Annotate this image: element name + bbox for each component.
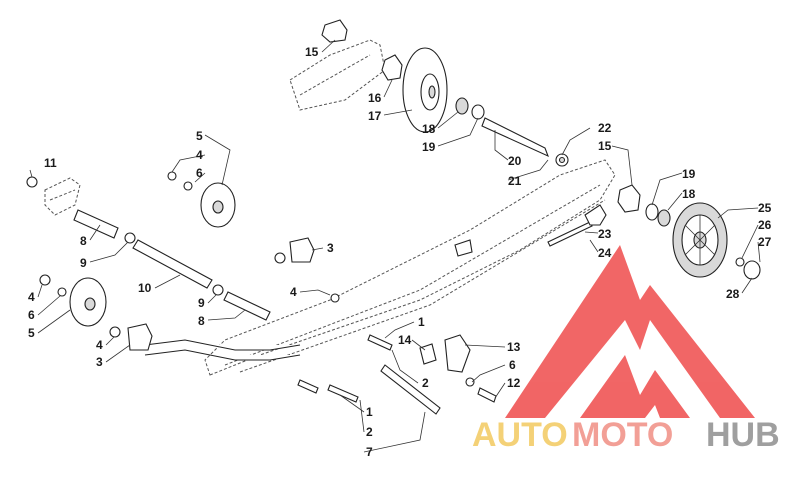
- callout-20: 20: [508, 154, 522, 168]
- callout-16: 16: [368, 91, 382, 105]
- callout-24: 24: [598, 246, 612, 260]
- callout-23: 23: [598, 227, 612, 241]
- callout-5a: 5: [196, 129, 203, 143]
- callout-12: 12: [507, 376, 521, 390]
- callout-15: 15: [305, 45, 319, 59]
- callout-14: 14: [398, 333, 412, 347]
- callout-26: 26: [758, 218, 772, 232]
- callout-10: 10: [138, 281, 152, 295]
- callout-7: 7: [366, 445, 373, 459]
- leader-lines: [29, 39, 761, 453]
- callout-15b: 15: [598, 139, 612, 153]
- right-idler-wheel: [617, 184, 761, 280]
- callout-1a: 1: [418, 315, 425, 329]
- callout-4c: 4: [28, 290, 35, 304]
- callout-9b: 9: [198, 296, 205, 310]
- callout-18: 18: [422, 122, 436, 136]
- callout-3b: 3: [96, 355, 103, 369]
- callout-8b: 8: [198, 314, 205, 328]
- watermark-logo: AUTO MOTO HUB: [472, 245, 780, 454]
- callout-19: 19: [422, 140, 436, 154]
- watermark-hub: HUB: [706, 416, 780, 454]
- callout-21: 21: [508, 174, 522, 188]
- main-rail: [204, 159, 616, 376]
- callout-4b: 4: [290, 285, 297, 299]
- callout-18b: 18: [682, 187, 696, 201]
- callout-4a: 4: [196, 148, 203, 162]
- callout-4d: 4: [96, 338, 103, 352]
- callout-13: 13: [507, 340, 521, 354]
- callout-28: 28: [726, 287, 740, 301]
- left-rail: [44, 177, 81, 216]
- callout-6c: 6: [509, 358, 516, 372]
- callout-2a: 2: [422, 376, 429, 390]
- callout-6a: 6: [196, 166, 203, 180]
- upper-idler-wheel: [321, 19, 485, 133]
- callout-6b: 6: [28, 308, 35, 322]
- watermark-moto: MOTO: [572, 416, 673, 454]
- callout-3a: 3: [327, 241, 334, 255]
- logo-mark: [505, 245, 755, 418]
- callout-25: 25: [758, 201, 772, 215]
- bolt-23: [547, 204, 607, 247]
- left-wheel: [39, 274, 107, 327]
- callout-19b: 19: [682, 167, 696, 181]
- callout-1b: 1: [366, 405, 373, 419]
- brackets: [109, 237, 340, 351]
- callout-27: 27: [758, 235, 772, 249]
- callout-numbers: 15 16 17 18 19 20 21 22 15 19 18 25 26 2…: [28, 45, 772, 459]
- callout-9a: 9: [80, 256, 87, 270]
- bolts: [297, 334, 497, 415]
- callout-5b: 5: [28, 326, 35, 340]
- watermark-auto: AUTO: [472, 416, 568, 454]
- callout-11: 11: [44, 156, 57, 170]
- callout-22: 22: [598, 121, 612, 135]
- upper-rail: [289, 39, 386, 111]
- callout-17: 17: [368, 109, 382, 123]
- center-wheel: [167, 171, 236, 228]
- callout-2b: 2: [366, 425, 373, 439]
- axle-20: [481, 117, 569, 167]
- bent-rod: [144, 339, 301, 361]
- callout-8a: 8: [80, 234, 87, 248]
